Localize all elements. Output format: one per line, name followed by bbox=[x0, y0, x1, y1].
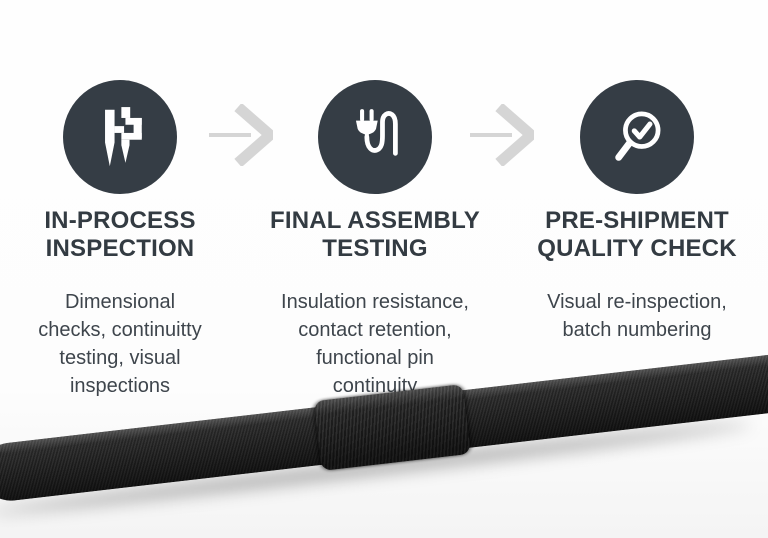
step-1-description: Dimensional checks, continuitty testing,… bbox=[38, 291, 202, 397]
step-3-description: Visual re-inspection, batch numbering bbox=[547, 291, 727, 341]
step-2-icon-circle bbox=[318, 80, 432, 194]
arrow-right-icon bbox=[470, 102, 540, 168]
step-pre-shipment-quality-check: PRE-SHIPMENT QUALITY CHECK Visual re-ins… bbox=[520, 80, 754, 344]
step-1-title: IN-PROCESS INSPECTION bbox=[44, 207, 196, 262]
caliper-icon bbox=[105, 107, 142, 167]
step-final-assembly-testing: FINAL ASSEMBLY TESTING Insulation resist… bbox=[258, 80, 492, 400]
plug-cable-icon bbox=[355, 109, 398, 156]
arrow-right-icon bbox=[209, 102, 279, 168]
step-in-process-inspection: IN-PROCESS INSPECTION Dimensional checks… bbox=[8, 80, 232, 400]
magnifier-check-icon bbox=[615, 111, 661, 161]
step-2-description: Insulation resistance, contact retention… bbox=[281, 291, 469, 397]
step-2-title: FINAL ASSEMBLY TESTING bbox=[270, 207, 480, 262]
step-1-icon-circle bbox=[63, 80, 177, 194]
step-3-icon-circle bbox=[580, 80, 694, 194]
step-3-title: PRE-SHIPMENT QUALITY CHECK bbox=[537, 207, 737, 262]
